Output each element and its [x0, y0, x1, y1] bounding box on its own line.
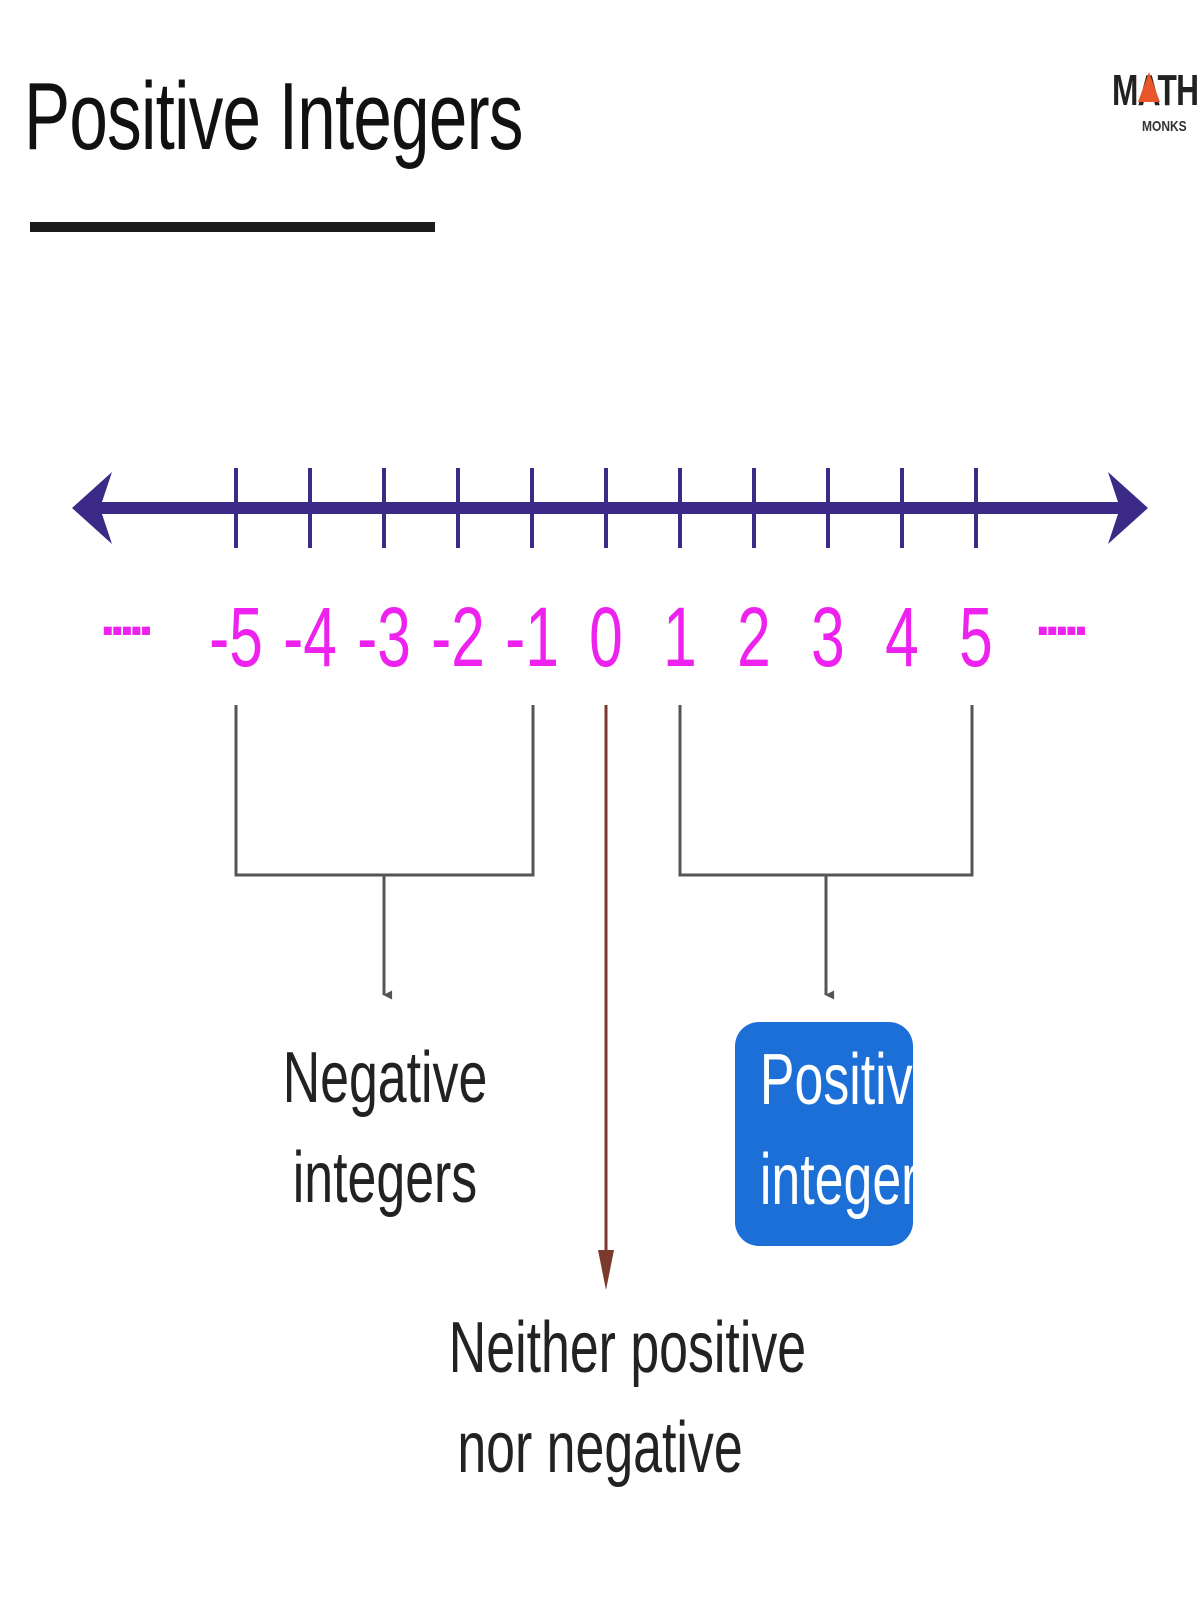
- zero-arrowhead-icon: [598, 1250, 614, 1290]
- tick-label: -1: [505, 590, 559, 684]
- title-underline: [30, 222, 435, 232]
- zero-caption: Neither positive nor negative: [390, 1298, 810, 1498]
- positive-integers-caption: Positive integers: [735, 1030, 945, 1230]
- tick-label: 4: [885, 590, 919, 684]
- positive-caption-line2: integers: [759, 1140, 945, 1220]
- logo-triangle-icon: [1138, 72, 1160, 102]
- positive-bracket: [678, 705, 974, 877]
- left-arrowhead-icon: [72, 472, 112, 544]
- tick-label: -4: [283, 590, 337, 684]
- zero-caption-line1: Neither positive: [448, 1308, 807, 1388]
- page-title: Positive Integers: [24, 63, 523, 170]
- tick-label: 5: [959, 590, 993, 684]
- right-arrowhead-icon: [1108, 472, 1148, 544]
- math-monks-logo: MATH MONKS: [1112, 66, 1199, 146]
- tick-label: 3: [811, 590, 845, 684]
- negative-caption-line2: integers: [292, 1138, 478, 1218]
- positive-caption-line1: Positive: [759, 1040, 942, 1120]
- negative-caption-line1: Negative: [282, 1038, 488, 1118]
- tick-label: 1: [663, 590, 697, 684]
- tick-marks: [234, 468, 978, 548]
- negative-bracket: [234, 705, 535, 877]
- zero-caption-line2: nor negative: [457, 1408, 743, 1488]
- tick-label: 0: [589, 590, 623, 684]
- tick-label: -2: [431, 590, 485, 684]
- tick-label: -3: [357, 590, 411, 684]
- left-ellipsis: .....: [100, 584, 150, 647]
- negative-integers-caption: Negative integers: [235, 1028, 535, 1228]
- logo-monks-text: MONKS: [1142, 118, 1187, 135]
- positive-integers-badge: [735, 1022, 913, 1246]
- right-ellipsis: .....: [1035, 584, 1085, 647]
- tick-label: 2: [737, 590, 771, 684]
- tick-label: -5: [209, 590, 263, 684]
